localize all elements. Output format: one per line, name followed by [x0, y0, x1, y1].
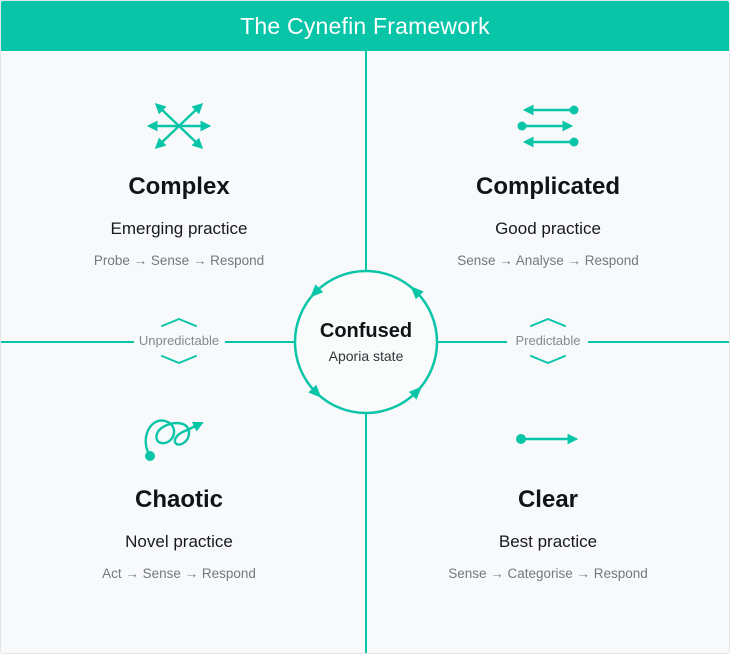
chevron-up-icon — [530, 318, 566, 327]
quadrant-practice-label: Good practice — [495, 219, 601, 238]
header-banner: The Cynefin Framework — [1, 1, 729, 51]
quadrant-title: Clear — [517, 486, 579, 513]
diverging-arrows-icon — [144, 96, 214, 156]
rotating-circle-icon — [293, 269, 439, 415]
tangled-line-icon — [137, 409, 221, 469]
quadrant-process-label: Sense → Analyse → Respond — [457, 253, 639, 268]
horizontal-axis-line-segment — [1, 341, 134, 343]
horizontal-axis-line-segment — [438, 341, 507, 343]
quadrant-process-label: Sense → Categorise → Respond — [448, 566, 648, 581]
parallel-arrows-icon — [510, 96, 586, 156]
quadrant-practice-label: Emerging practice — [110, 219, 248, 238]
quadrant-practice-label: Novel practice — [125, 532, 233, 551]
straight-arrow-icon — [512, 409, 584, 469]
axis-label-predictable: Predictable — [488, 317, 608, 365]
quadrant-title: Chaotic — [134, 486, 223, 513]
axis-label-text: Unpredictable — [138, 333, 220, 348]
quadrant-title: Complicated — [475, 173, 621, 200]
quadrant-title: Complex — [128, 173, 230, 200]
center-title: Confused — [319, 320, 413, 342]
quadrant-complex: Complex Emerging practice Probe → Sense … — [29, 96, 329, 270]
axis-label-text: Predictable — [515, 333, 581, 348]
chevron-down-icon — [530, 355, 566, 364]
center-domain: Confused Aporia state — [286, 262, 446, 422]
quadrant-complicated: Complicated Good practice Sense → Analys… — [398, 96, 698, 270]
axis-label-unpredictable: Unpredictable — [119, 317, 239, 365]
quadrant-chaotic: Chaotic Novel practice Act → Sense → Res… — [29, 409, 329, 583]
quadrant-clear: Clear Best practice Sense → Categorise →… — [398, 409, 698, 583]
vertical-axis-line-top — [365, 51, 367, 270]
center-subtitle: Aporia state — [328, 348, 404, 364]
quadrant-process-label: Act → Sense → Respond — [102, 566, 256, 581]
page-title: The Cynefin Framework — [240, 12, 490, 39]
horizontal-axis-line-segment — [225, 341, 294, 343]
quadrant-process-label: Probe → Sense → Respond — [93, 253, 265, 268]
chevron-down-icon — [161, 355, 197, 364]
quadrant-practice-label: Best practice — [498, 532, 598, 551]
horizontal-axis-line-segment — [588, 341, 729, 343]
vertical-axis-line-bottom — [365, 414, 367, 653]
confused-circle — [286, 262, 446, 422]
chevron-up-icon — [161, 318, 197, 327]
